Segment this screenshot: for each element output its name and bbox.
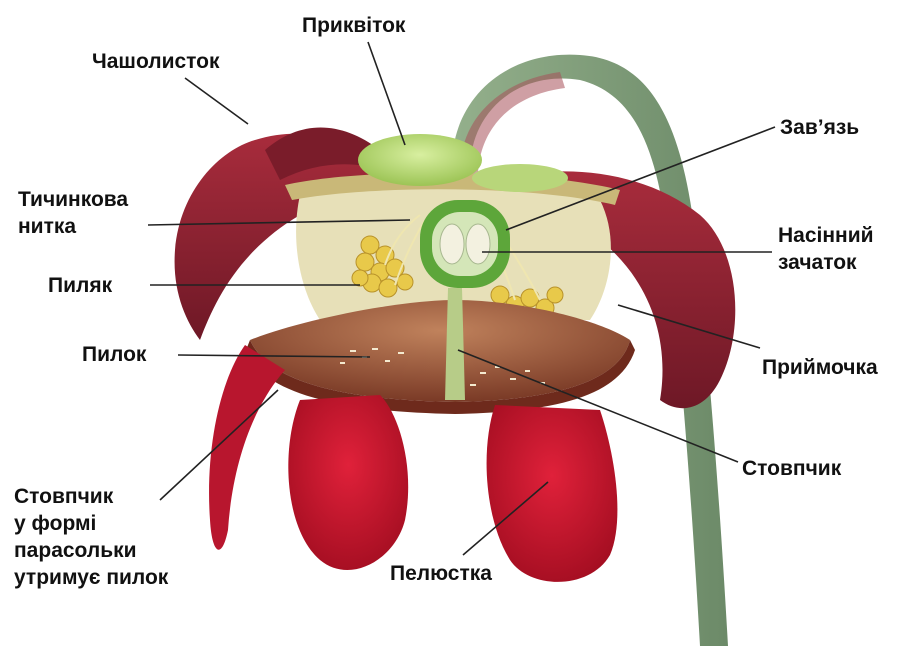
label-umbrella-style: Стовпчик у формі парасольки утримує пило… [14,483,168,591]
bract [358,134,482,186]
label-sepal: Чашолисток [92,48,220,75]
label-pollen: Пилок [82,341,146,368]
label-bract: Приквіток [302,12,405,39]
leader-bract [368,42,405,145]
label-petal: Пелюстка [390,560,492,587]
label-filament: Тичинкова нитка [18,186,128,240]
petal-far-left [209,345,285,550]
petal-left [288,395,408,570]
leader-sepal [185,78,248,124]
label-ovary: Зав’язь [780,114,859,141]
ovule-left [440,224,464,264]
style-column [445,288,465,400]
bract-right [472,164,568,192]
label-stigma: Приймочка [762,354,878,381]
label-ovule: Насінний зачаток [778,222,874,276]
label-anther: Пиляк [48,272,112,299]
petal-right [487,405,618,582]
ovule-right [466,224,490,264]
label-style: Стовпчик [742,455,841,482]
